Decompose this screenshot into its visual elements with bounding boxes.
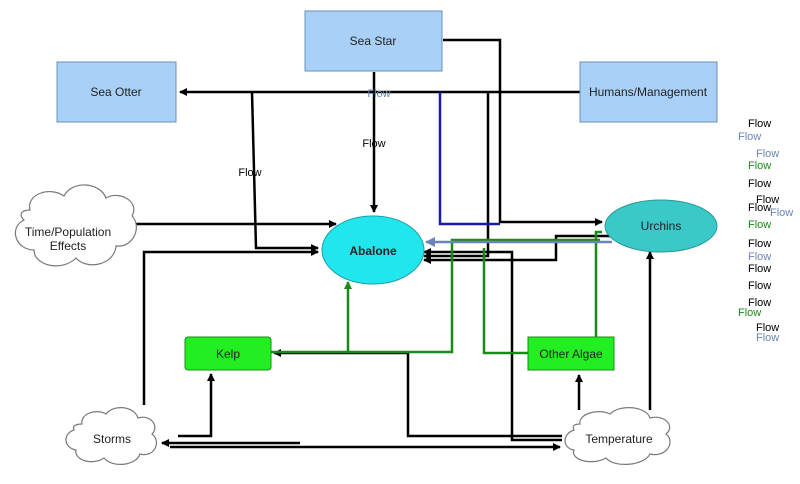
node-label-storms: Storms (93, 432, 131, 446)
node-humans-management: Humans/Management (579, 61, 718, 123)
edge-temperature-to-abalone (423, 248, 562, 442)
edge-blue-to-urchins (438, 92, 500, 226)
stray-flow-label: Flow (748, 251, 771, 263)
stray-flow-label: Flow (748, 202, 771, 214)
stray-flow-label: Flow (748, 160, 771, 172)
node-label-other-algae: Other Algae (539, 347, 603, 361)
node-label-humans: Humans/Management (589, 85, 708, 99)
edge-label-flow-top: Flow (367, 88, 390, 100)
node-label-abalone: Abalone (349, 244, 397, 258)
edge-urchins-to-abalone (423, 234, 612, 264)
stray-flow-label: Flow (748, 118, 771, 130)
node-other-algae: Other Algae (527, 336, 615, 371)
node-storms: Storms (65, 407, 157, 465)
edge-kelp-to-abalone (270, 281, 352, 354)
edge-humans-to-abalone (423, 92, 490, 260)
node-label-time-pop-2: Effects (50, 239, 86, 253)
node-sea-otter: Sea Otter (56, 61, 177, 123)
stray-flow-label: Flow (756, 322, 779, 334)
node-abalone: Abalone (321, 215, 425, 285)
stray-flow-label: Flow (770, 207, 793, 219)
node-label-kelp: Kelp (216, 347, 240, 361)
stray-flow-labels: Flow Flow Flow Flow Flow Flow Flow Flow … (738, 118, 793, 344)
stray-flow-label: Flow (748, 219, 771, 231)
edge-label-flow-left: Flow (238, 167, 261, 179)
edges (134, 38, 654, 451)
stray-flow-label: Flow (748, 280, 771, 292)
node-urchins: Urchins (604, 199, 718, 253)
edge-otter-to-abalone (250, 91, 319, 252)
edge-storms-to-kelp (178, 373, 215, 438)
node-label-urchins: Urchins (641, 219, 682, 233)
node-time-population: Time/Population Effects (14, 184, 137, 267)
node-label-sea-otter: Sea Otter (90, 85, 141, 99)
stray-flow-label: Flow (756, 332, 779, 344)
stray-flow-label: Flow (748, 178, 771, 190)
edge-storms-to-abalone (142, 248, 319, 405)
edge-kelp-to-urchins (348, 238, 600, 354)
stray-flow-label: Flow (756, 148, 779, 160)
stray-flow-label: Flow (748, 297, 771, 309)
stray-flow-label: Flow (738, 307, 761, 319)
edge-seastar-to-urchins (443, 38, 603, 226)
node-sea-star: Sea Star (304, 10, 443, 72)
edge-temperature-to-kelp (273, 349, 562, 438)
node-label-sea-star: Sea Star (350, 34, 397, 48)
edge-otheralgae-to-urchins (594, 230, 602, 337)
stray-flow-label: Flow (748, 238, 771, 250)
node-label-temperature: Temperature (585, 432, 653, 446)
node-kelp: Kelp (184, 336, 272, 371)
edge-label-flow-seastar: Flow (362, 138, 385, 150)
node-label-time-pop-1: Time/Population (25, 225, 111, 239)
stray-flow-label: Flow (738, 131, 761, 143)
stray-flow-label: Flow (748, 263, 771, 275)
node-temperature: Temperature (564, 407, 671, 465)
edge-otheralgae-to-abalone (482, 248, 528, 355)
stray-flow-label: Flow (756, 194, 779, 206)
